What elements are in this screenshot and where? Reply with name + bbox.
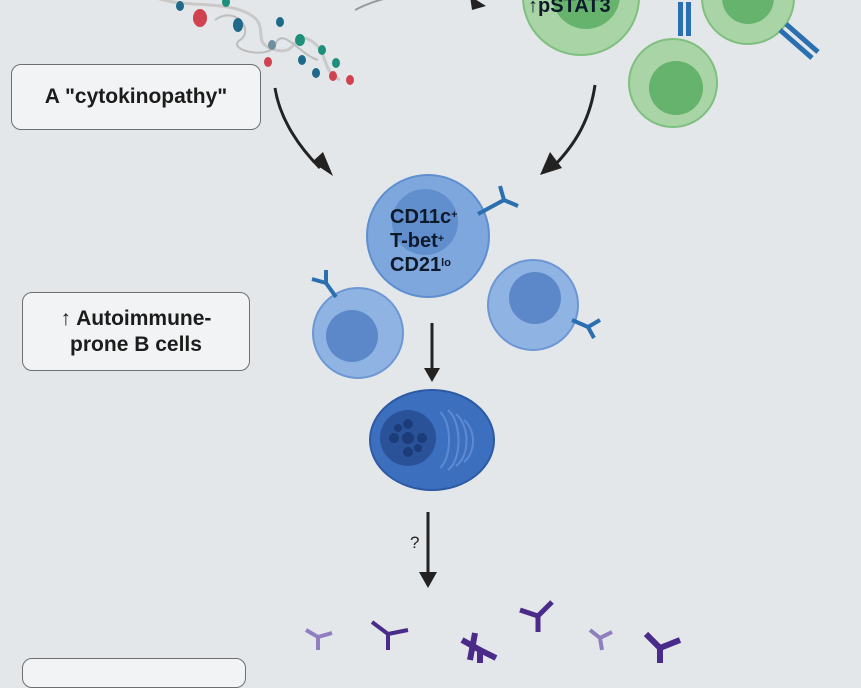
marker-cd21: CD21lo — [390, 254, 451, 276]
cytokinopathy-text: A "cytokinopathy" — [44, 85, 228, 108]
plasma-cell — [369, 389, 495, 491]
receptor-icon — [678, 2, 820, 60]
autoimmune-label: ↑ Autoimmune- prone B cells — [22, 292, 250, 371]
faint-arrow — [354, 0, 384, 11]
b-cell-main — [366, 174, 490, 298]
t-cell-right — [701, 0, 795, 45]
b-cell-left — [311, 270, 404, 379]
autoimmune-text: ↑ Autoimmune- prone B cells — [61, 306, 212, 358]
antibody-icon — [304, 600, 682, 663]
autoimmune-line-1: ↑ Autoimmune- — [60, 306, 212, 330]
top-arrowhead — [470, 0, 486, 10]
cytokinopathy-label: A "cytokinopathy" — [11, 64, 261, 130]
autoimmune-line-2: prone B cells — [70, 332, 202, 356]
t-cell-small — [628, 38, 718, 128]
t-cell-main — [522, 0, 640, 56]
cytokine-chain-icon — [158, 0, 354, 85]
arrow-cytokine-to-bcell — [273, 87, 322, 170]
question-mark: ? — [410, 533, 420, 552]
marker-cd11c: CD11c+ — [390, 206, 458, 228]
antibody-icon — [477, 185, 519, 216]
pstat3-label: ↑pSTAT3 — [528, 0, 611, 17]
marker-tbet: T-bet+ — [390, 230, 445, 252]
b-cell-markers: CD11c+ T-bet+ CD21lo — [390, 205, 458, 277]
arrow-tcell-to-bcell — [550, 84, 597, 170]
b-cell-right — [487, 259, 602, 351]
diagram-canvas — [158, 0, 820, 663]
